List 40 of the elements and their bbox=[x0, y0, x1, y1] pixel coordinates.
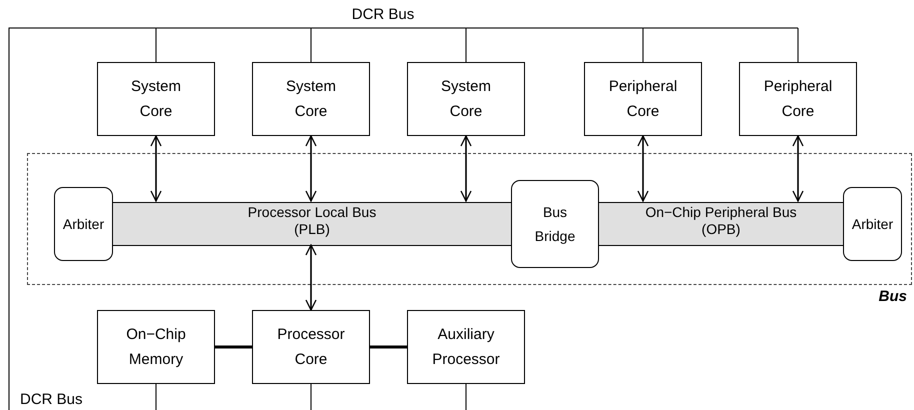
double-arrow bbox=[305, 135, 317, 202]
node-label: Processor Local Bus (PLB) bbox=[246, 204, 378, 238]
connector-line bbox=[310, 28, 312, 62]
node-label: On−Chip Peripheral Bus (OPB) bbox=[644, 204, 798, 238]
node-label: System Core bbox=[440, 77, 491, 122]
block-box bbox=[252, 62, 370, 136]
block-box bbox=[97, 310, 215, 384]
rounded-box bbox=[54, 187, 113, 261]
block-box bbox=[407, 310, 525, 384]
connector-line bbox=[370, 346, 407, 348]
node-label: Arbiter bbox=[852, 215, 894, 234]
connector-line bbox=[215, 346, 252, 348]
double-arrow bbox=[460, 135, 472, 202]
node-label: On−Chip Memory bbox=[126, 325, 186, 370]
node-label: Peripheral Core bbox=[764, 77, 832, 122]
node-label: Peripheral Core bbox=[608, 77, 678, 122]
bus-bar bbox=[113, 202, 511, 246]
double-arrow bbox=[792, 135, 804, 202]
block-box bbox=[584, 62, 702, 136]
double-arrow bbox=[150, 135, 162, 202]
block-box bbox=[97, 62, 215, 136]
node-label: System Core bbox=[286, 77, 336, 122]
bus-bar bbox=[599, 202, 843, 246]
node-label: Bus bbox=[878, 288, 907, 305]
node-label: Auxiliary Processor bbox=[432, 325, 500, 370]
rounded-box bbox=[511, 180, 599, 268]
connector-line bbox=[642, 28, 644, 62]
block-box bbox=[407, 62, 525, 136]
node-label: Bus Bridge bbox=[534, 203, 576, 246]
node-label: Processor Core bbox=[277, 325, 345, 370]
block-box bbox=[739, 62, 857, 136]
rounded-box bbox=[843, 187, 902, 261]
bus-label: DCR Bus bbox=[20, 391, 83, 409]
bus-label: DCR Bus bbox=[352, 6, 414, 24]
node-label: Arbiter bbox=[62, 215, 104, 234]
node-label: System Core bbox=[130, 77, 181, 122]
connector-line bbox=[310, 384, 312, 410]
block-box bbox=[252, 310, 370, 384]
double-arrow bbox=[637, 135, 649, 202]
double-arrow bbox=[305, 244, 317, 311]
